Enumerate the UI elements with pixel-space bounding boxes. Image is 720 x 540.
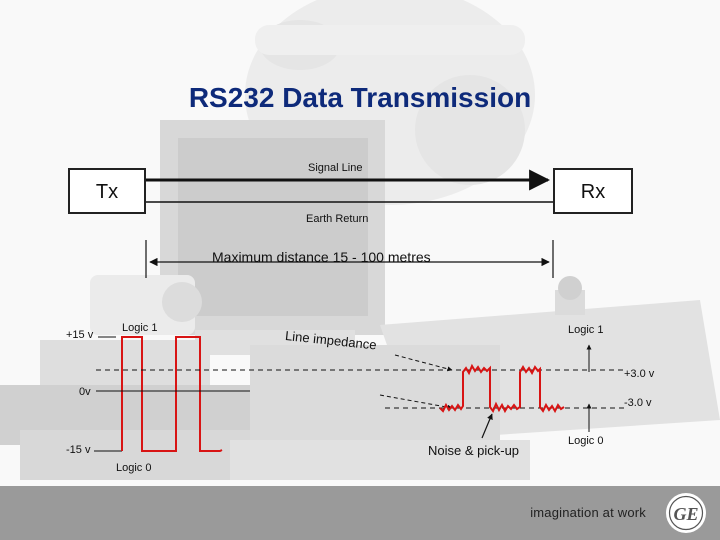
tx-waveform [121,336,223,452]
cctv-equipment-photo [0,0,720,480]
rx-label: Rx [580,181,606,203]
slide-title: RS232 Data Transmission [188,82,532,113]
distance-label: Maximum distance 15 - 100 metres [212,249,431,265]
noise-pickup-label: Noise & pick-up [428,443,520,458]
tx-logic1-label: Logic 1 [122,322,158,334]
tx-minus15-label: -15 v [66,444,91,456]
tx-box: Tx [68,168,146,214]
rx-logic0-label: Logic 0 [568,435,604,447]
earth-return-label: Earth Return [306,213,369,225]
footer-tagline: imagination at work [530,505,646,520]
tx-plus15-label: +15 v [66,329,94,341]
tx-label: Tx [95,181,119,203]
signal-line-label: Signal Line [308,162,363,174]
rx-minus3-label: -3.0 v [624,397,652,409]
ge-logo-text: GE [673,504,698,524]
transmission-diagram [94,169,624,452]
rx-plus3-label: +3.0 v [624,368,655,380]
footer-bar: imagination at work GE [0,486,720,540]
tx-zero-label: 0v [79,386,91,398]
rx-waveform [439,363,565,414]
rx-box: Rx [553,168,633,214]
tx-logic0-label: Logic 0 [116,462,152,474]
ge-logo-icon: GE [666,493,706,533]
rx-logic1-label: Logic 1 [568,324,604,336]
